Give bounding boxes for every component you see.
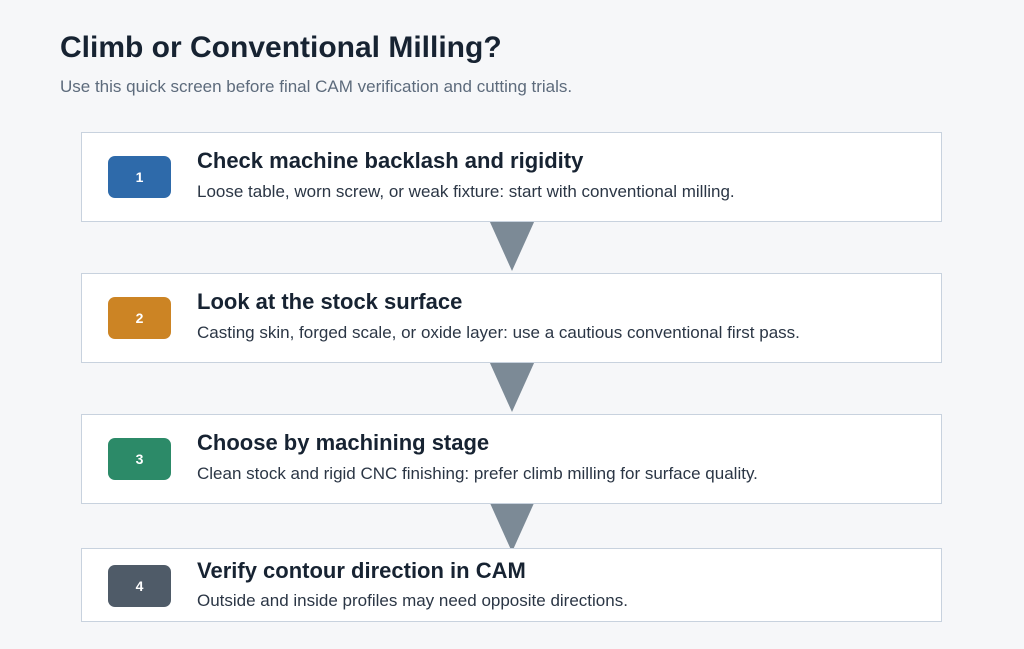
down-arrow-icon — [485, 211, 539, 271]
step-number-badge: 2 — [108, 297, 171, 339]
page-title: Climb or Conventional Milling? — [60, 31, 502, 64]
step-description: Casting skin, forged scale, or oxide lay… — [197, 323, 800, 342]
step-description: Clean stock and rigid CNC finishing: pre… — [197, 464, 758, 483]
step-description: Outside and inside profiles may need opp… — [197, 591, 628, 610]
step-card-2: 2 Look at the stock surface Casting skin… — [81, 273, 942, 363]
step-title: Verify contour direction in CAM — [197, 558, 526, 583]
page-subtitle: Use this quick screen before final CAM v… — [60, 77, 573, 96]
step-title: Check machine backlash and rigidity — [197, 148, 584, 173]
step-title: Choose by machining stage — [197, 430, 490, 455]
step-card-1: 1 Check machine backlash and rigidity Lo… — [81, 132, 942, 222]
step-number-badge: 3 — [108, 438, 171, 480]
flow-arrow-1-to-2 — [485, 211, 539, 271]
down-arrow-icon — [485, 352, 539, 412]
step-title: Look at the stock surface — [197, 289, 463, 314]
step-card-4: 4 Verify contour direction in CAM Outsid… — [81, 548, 942, 622]
step-card-3: 3 Choose by machining stage Clean stock … — [81, 414, 942, 504]
step-number-badge: 4 — [108, 565, 171, 607]
step-number-badge: 1 — [108, 156, 171, 198]
down-arrow-icon — [485, 492, 539, 552]
step-description: Loose table, worn screw, or weak fixture… — [197, 182, 735, 201]
flow-arrow-3-to-4 — [485, 492, 539, 552]
flow-arrow-2-to-3 — [485, 352, 539, 412]
